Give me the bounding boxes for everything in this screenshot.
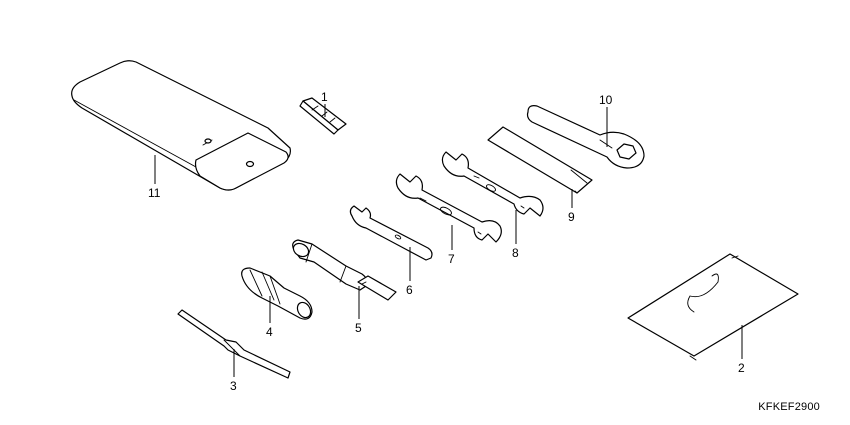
callout-6: 6 bbox=[406, 283, 413, 297]
callout-2: 2 bbox=[738, 361, 745, 375]
callout-1: 1 bbox=[321, 90, 328, 104]
callout-8: 8 bbox=[512, 246, 519, 260]
callout-3: 3 bbox=[230, 379, 237, 393]
tool-bag-part bbox=[71, 60, 291, 191]
diagram-code: KFKEF2900 bbox=[758, 401, 820, 413]
open-wrench-6-part bbox=[349, 205, 433, 261]
open-wrench-7-part bbox=[395, 173, 502, 243]
callout-10: 10 bbox=[599, 93, 613, 107]
socket-wrench-part bbox=[292, 239, 397, 301]
grip-sleeve-part bbox=[487, 126, 593, 194]
callout-7: 7 bbox=[448, 252, 455, 266]
callout-11: 11 bbox=[148, 186, 161, 200]
callout-5: 5 bbox=[355, 321, 362, 335]
box-wrench-part bbox=[526, 105, 645, 169]
callout-4: 4 bbox=[266, 325, 273, 339]
callout-9: 9 bbox=[568, 210, 575, 224]
screwdriver-handle-part bbox=[241, 267, 313, 320]
manual-bag-part bbox=[627, 253, 799, 361]
open-wrench-8-part bbox=[441, 151, 544, 217]
screwdriver-bit-part bbox=[177, 309, 291, 379]
